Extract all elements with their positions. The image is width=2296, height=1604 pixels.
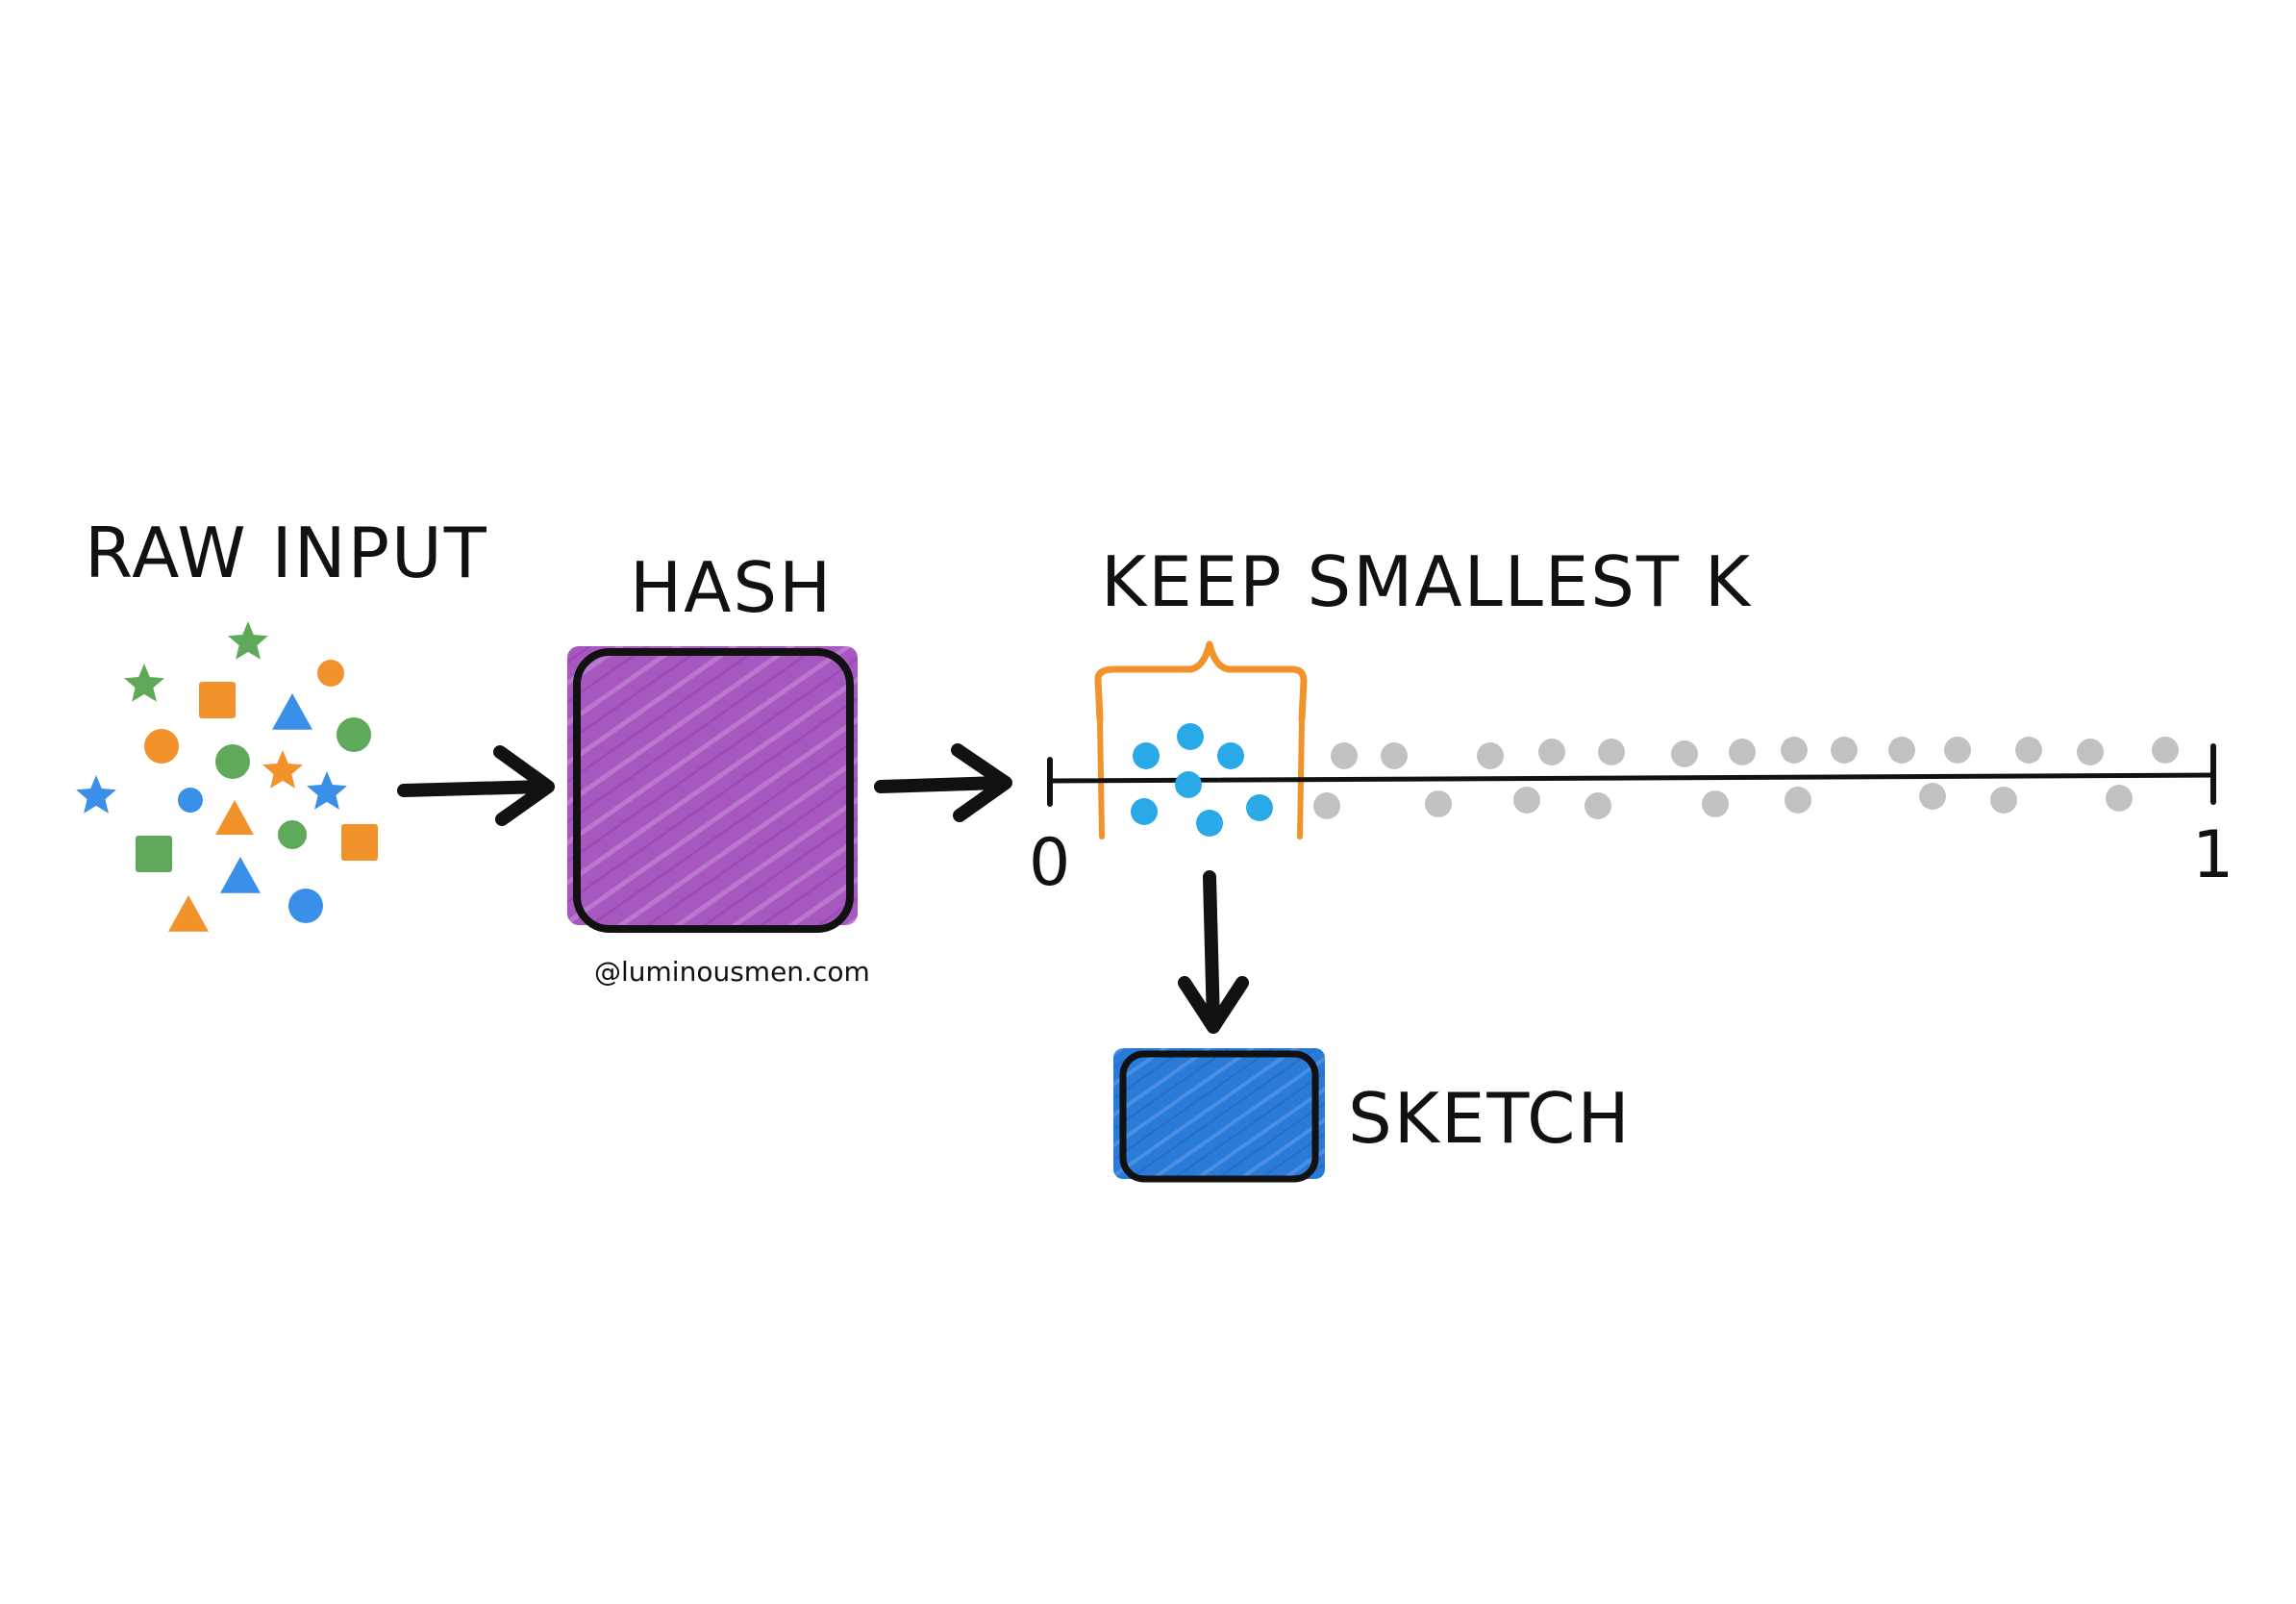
raw-input-shapes [76,621,378,932]
input-circle [178,788,203,813]
unselected-hash-dot [1729,739,1756,765]
unselected-hash-dot [1538,739,1565,765]
unselected-hash-dot [1513,787,1540,814]
hash-box [567,646,858,933]
unselected-hash-dot [2015,737,2042,764]
input-triangle [215,800,254,835]
unselected-hash-dot [1313,792,1340,819]
input-triangle [168,895,209,932]
selected-hash-dot [1217,742,1244,769]
axis-end-label: 1 [2192,817,2234,893]
arrow-right-icon [397,745,555,826]
input-star [307,771,347,810]
unselected-hash-dot [1784,787,1811,814]
unselected-hash-dot [1425,790,1452,817]
input-triangle [220,857,261,893]
unselected-hash-dot [1944,737,1971,764]
unselected-hash-dot [1888,737,1915,764]
input-star [262,750,303,789]
input-circle [278,820,307,849]
input-circle [288,889,323,923]
sketch-label: SKETCH [1348,1078,1632,1159]
unselected-hash-dot [2106,785,2133,812]
axis-start-label: 0 [1029,825,1070,901]
unselected-hash-dots [1313,737,2179,819]
selected-hash-dots [1131,723,1273,837]
input-square [199,682,236,718]
unselected-hash-dot [2152,737,2179,764]
hash-label: HASH [630,547,833,628]
arrow-down-icon [1178,870,1249,1034]
unselected-hash-dot [1585,792,1611,819]
input-circle [144,729,179,764]
unselected-hash-dot [1381,742,1408,769]
raw-input-label: RAW INPUT [85,513,488,593]
unselected-hash-dot [1477,742,1504,769]
watermark-text: @luminousmen.com [594,956,870,988]
input-square [136,836,172,872]
input-circle [317,660,344,687]
input-star [124,664,164,702]
keep-smallest-k-label: KEEP SMALLEST K [1101,541,1752,622]
selected-hash-dot [1131,798,1158,825]
arrow-right-icon [874,743,1012,822]
unselected-hash-dot [1781,737,1808,764]
selected-hash-dot [1177,723,1204,750]
unselected-hash-dot [1671,740,1698,767]
number-line [1047,743,2216,807]
unselected-hash-dot [1990,787,2017,814]
unselected-hash-dot [1598,739,1625,765]
input-circle [337,717,371,752]
unselected-hash-dot [1919,783,1946,810]
unselected-hash-dot [1331,742,1358,769]
input-square [341,824,378,861]
selected-hash-dot [1175,771,1202,798]
input-star [228,621,268,660]
sketch-box [1113,1048,1325,1183]
selected-hash-dot [1196,810,1223,837]
unselected-hash-dot [1702,790,1729,817]
input-triangle [272,693,312,730]
unselected-hash-dot [1831,737,1858,764]
selected-hash-dot [1133,742,1160,769]
selected-hash-dot [1246,794,1273,821]
unselected-hash-dot [2077,739,2104,765]
input-star [76,775,116,814]
input-circle [215,744,250,779]
